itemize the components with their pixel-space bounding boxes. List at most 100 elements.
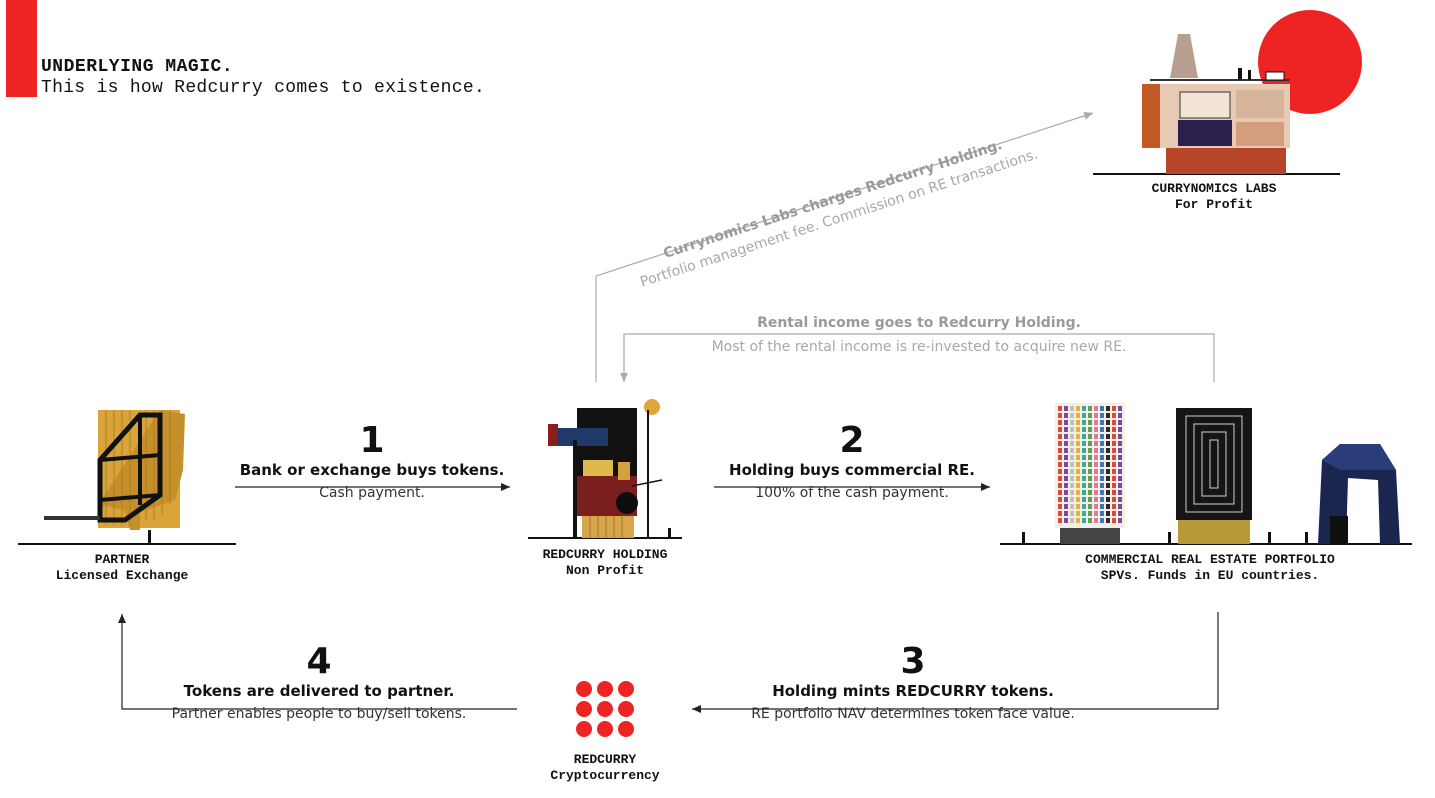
facade-tile [1088,406,1092,411]
facade-tile [1070,427,1074,432]
partner-sub: Licensed Exchange [55,568,189,583]
facade-tile [1088,511,1092,516]
facade-tile [1058,476,1062,481]
facade-tile [1100,476,1104,481]
facade-tile [1118,490,1122,495]
facade-tile [1118,420,1122,425]
page-title: UNDERLYING MAGIC. [41,57,234,77]
facade-tile [1070,420,1074,425]
holding-building-icon [548,399,671,538]
facade-tile [1070,455,1074,460]
facade-tile [1112,476,1116,481]
facade-tile [1058,413,1062,418]
facade-tile [1070,511,1074,516]
facade-tile [1094,476,1098,481]
arrow-step-4 [118,614,517,710]
token-sub: Cryptocurrency [550,768,660,783]
facade-tile [1070,469,1074,474]
labs-name: CURRYNOMICS LABS [1151,181,1277,196]
facade-tile [1064,413,1068,418]
facade-tile [1064,427,1068,432]
facade-tile [1106,455,1110,460]
facade-tile [1070,518,1074,523]
facade-tile [1094,462,1098,467]
holding-name: REDCURRY HOLDING [542,547,668,562]
facade-tile [1076,476,1080,481]
facade-tile [1064,448,1068,453]
facade-tile [1082,420,1086,425]
facade-tile [1064,504,1068,509]
facade-tile [1094,420,1098,425]
facade-tile [1070,476,1074,481]
facade-tile [1082,511,1086,516]
facade-tile [1118,455,1122,460]
facade-tile [1112,490,1116,495]
facade-tile [1106,469,1110,474]
arrow-labs-fee [595,112,1094,382]
facade-tile [1088,518,1092,523]
facade-tile [1058,490,1062,495]
facade-tile [1076,441,1080,446]
facade-tile [1100,469,1104,474]
labs-building-icon [1142,10,1362,174]
facade-tile [1076,448,1080,453]
facade-tile [1094,497,1098,502]
facade-tile [1070,497,1074,502]
facade-tile [1112,427,1116,432]
facade-tile [1112,518,1116,523]
facade-tile [1094,434,1098,439]
facade-tile [1106,434,1110,439]
portfolio-sub: SPVs. Funds in EU countries. [1100,568,1320,583]
facade-tile [1118,434,1122,439]
facade-tile [1118,427,1122,432]
facade-tile [1094,469,1098,474]
step-2: 2 Holding buys commercial RE. 100% of th… [702,420,1002,501]
facade-tile [1076,518,1080,523]
facade-tile [1112,497,1116,502]
step-4-desc: Partner enables people to buy/sell token… [171,706,467,722]
step-4-title: Tokens are delivered to partner. [183,682,455,700]
token-caption: REDCURRY Cryptocurrency [505,752,705,784]
facade-tile [1082,483,1086,488]
facade-tile [1070,483,1074,488]
facade-tile [1064,441,1068,446]
facade-tile [1076,462,1080,467]
facade-tile [1082,476,1086,481]
facade-tile [1118,483,1122,488]
facade-tile [1064,511,1068,516]
facade-tile [1058,469,1062,474]
facade-tile [1082,462,1086,467]
step-4: 4 Tokens are delivered to partner. Partn… [119,641,519,722]
facade-tile [1082,518,1086,523]
arrow-step-3 [692,612,1219,713]
facade-tile [1058,427,1062,432]
facade-tile [1106,476,1110,481]
step-1-number: 1 [359,420,385,461]
partner-caption: PARTNER Licensed Exchange [22,552,222,584]
step-3-number: 3 [900,641,926,682]
facade-tile [1112,483,1116,488]
step-3: 3 Holding mints REDCURRY tokens. RE port… [713,641,1113,722]
facade-tile [1082,455,1086,460]
facade-tile [1100,448,1104,453]
partner-name: PARTNER [94,552,150,567]
facade-tile [1070,413,1074,418]
facade-tile [1112,448,1116,453]
facade-tile [1094,504,1098,509]
facade-tile [1088,483,1092,488]
facade-tile [1070,448,1074,453]
facade-tile [1082,497,1086,502]
facade-tile [1076,511,1080,516]
facade-tile [1076,455,1080,460]
facade-tile [1112,441,1116,446]
facade-tile [1058,483,1062,488]
facade-tile [1100,504,1104,509]
facade-tile [1118,441,1122,446]
facade-tile [1094,448,1098,453]
labs-caption: CURRYNOMICS LABS For Profit [1114,181,1314,213]
step-1-desc: Cash payment. [319,485,425,501]
facade-tile [1094,406,1098,411]
facade-tile [1118,469,1122,474]
facade-tile [1088,497,1092,502]
